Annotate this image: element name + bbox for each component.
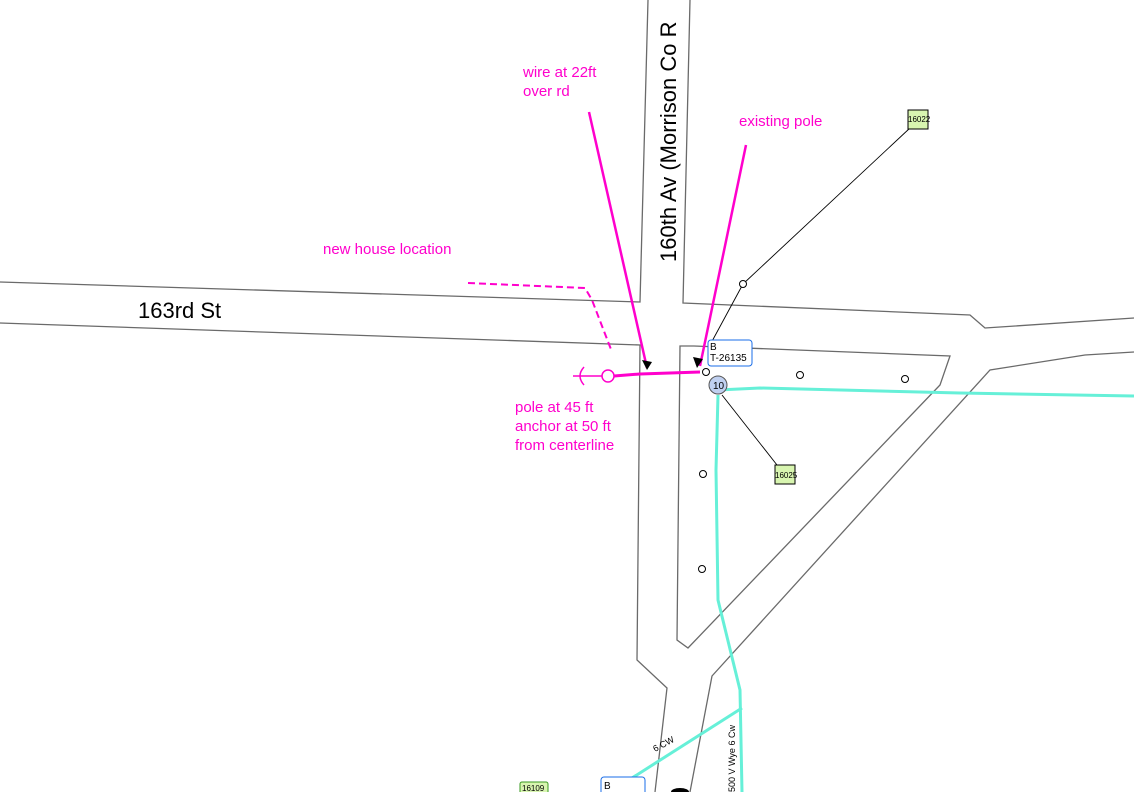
meter-16109[interactable]: 16109 xyxy=(519,781,549,792)
meter-label: 16025 xyxy=(775,471,798,480)
lower-device-b: B xyxy=(604,781,611,792)
annotation-wire-line1: wire at 22ft xyxy=(522,64,597,81)
node-10[interactable]: 10 xyxy=(708,375,728,395)
annotation-new-house: new house location xyxy=(323,241,451,258)
meter-16022[interactable]: 16022 xyxy=(907,109,931,130)
meter-label: 16109 xyxy=(522,784,545,792)
transformer-b: B xyxy=(710,342,717,353)
annotation-existing-pole: existing pole xyxy=(739,113,822,130)
node-number: 10 xyxy=(713,381,725,392)
proposed-wire xyxy=(467,111,748,386)
annotation-wire-line2: over rd xyxy=(523,83,570,100)
annotation-pole-line3: from centerline xyxy=(515,437,614,454)
transformer-id: T-26135 xyxy=(710,353,747,364)
arrow-head-icon xyxy=(693,357,703,368)
meter-label: 16022 xyxy=(908,115,931,124)
meter-16025[interactable]: 16025 xyxy=(774,464,798,485)
pole-icon[interactable] xyxy=(739,280,747,288)
conductor-label-wye: 500 V Wye 6 Cw xyxy=(727,725,737,792)
lower-device-label[interactable]: B xyxy=(600,776,646,792)
service-lines xyxy=(709,127,911,466)
annotation-pole-line1: pole at 45 ft xyxy=(515,399,594,416)
arrow-head-icon xyxy=(642,360,652,370)
x-circle-icon xyxy=(698,368,909,573)
primary-line xyxy=(609,386,1134,792)
transformer-label[interactable]: B T-26135 xyxy=(707,339,753,367)
annotation-pole-line2: anchor at 50 ft xyxy=(515,418,612,435)
device-icon xyxy=(671,788,689,792)
street-label-163rd: 163rd St xyxy=(138,298,221,323)
street-label-160th: 160th Av (Morrison Co R xyxy=(656,22,681,262)
